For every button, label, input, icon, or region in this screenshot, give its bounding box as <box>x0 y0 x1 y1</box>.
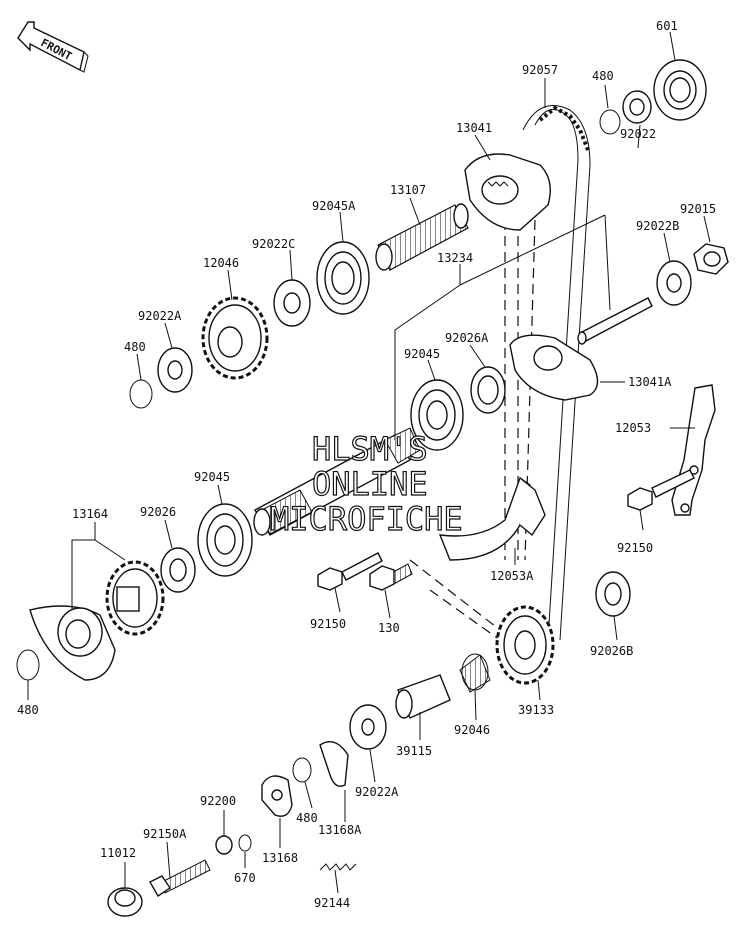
label-480-d: 480 <box>296 811 318 825</box>
watermark-line-3: MICROFICHE <box>270 500 463 538</box>
sprocket-13164 <box>105 560 165 636</box>
cap-11012 <box>107 887 143 917</box>
sprocket-39133 <box>495 605 555 685</box>
label-92022A-top: 92022A <box>138 309 182 323</box>
label-13234: 13234 <box>437 251 473 265</box>
label-13164: 13164 <box>72 507 108 521</box>
circlip-480-a <box>599 109 621 135</box>
label-39115: 39115 <box>396 744 432 758</box>
label-92150A: 92150A <box>143 827 187 841</box>
label-92045A: 92045A <box>312 199 356 213</box>
label-92045-low: 92045 <box>194 470 230 484</box>
chain <box>522 105 591 641</box>
label-480-a: 480 <box>592 69 614 83</box>
label-12046: 12046 <box>203 256 239 270</box>
label-92144: 92144 <box>314 896 350 910</box>
label-92026A: 92026A <box>445 331 489 345</box>
bearing-92045A <box>316 241 370 315</box>
label-670: 670 <box>234 871 256 885</box>
shaft-39115 <box>395 674 451 719</box>
bearing-601 <box>653 59 707 121</box>
label-92200: 92200 <box>200 794 236 808</box>
label-92015: 92015 <box>680 202 716 216</box>
tensioner-shaft <box>577 297 653 345</box>
tensioner-housing-13041A <box>509 334 599 401</box>
label-12053: 12053 <box>615 421 651 435</box>
label-92022: 92022 <box>620 127 656 141</box>
washer-92200 <box>215 835 233 855</box>
label-92046: 92046 <box>454 723 490 737</box>
bearing-92045-mid <box>410 379 464 451</box>
watermark: HLSM'S ONLINE MICROFICHE <box>269 429 463 538</box>
label-92150-mid: 92150 <box>310 617 346 631</box>
label-92026: 92026 <box>140 505 176 519</box>
label-480-c: 480 <box>17 703 39 717</box>
label-12053A: 12053A <box>490 569 534 583</box>
spring-92144 <box>319 863 357 871</box>
label-480-b: 480 <box>124 340 146 354</box>
label-92022B: 92022B <box>636 219 679 233</box>
label-13168A: 13168A <box>318 823 362 837</box>
bolt-92150-mid <box>317 552 383 591</box>
circlip-480-b <box>129 379 153 409</box>
needle-bearing-92046 <box>459 653 491 693</box>
part-labels: 601 480 92057 13041 92022 13107 92045A 9… <box>17 19 716 910</box>
label-13168: 13168 <box>262 851 298 865</box>
label-39133: 39133 <box>518 703 554 717</box>
label-92057: 92057 <box>522 63 558 77</box>
leader-lines <box>27 31 711 894</box>
tensioner-housing-13041 <box>464 153 551 231</box>
watermark-line-1: HLSM'S <box>312 430 428 468</box>
label-601: 601 <box>656 19 678 33</box>
label-130: 130 <box>378 621 400 635</box>
label-92045-mid: 92045 <box>404 347 440 361</box>
bearing-92045-low <box>197 503 253 577</box>
label-13041A: 13041A <box>628 375 672 389</box>
front-arrow-icon: FRONT <box>17 21 89 73</box>
oring-670 <box>238 834 252 852</box>
label-11012: 11012 <box>100 846 136 860</box>
plate-13168A <box>319 741 349 787</box>
label-92022A-low: 92022A <box>355 785 399 799</box>
label-13041: 13041 <box>456 121 492 135</box>
circlip-480-c <box>16 649 40 681</box>
label-92026B: 92026B <box>590 644 633 658</box>
circlip-480-d <box>292 757 312 783</box>
label-92150-right: 92150 <box>617 541 653 555</box>
label-92022C: 92022C <box>252 237 295 251</box>
tensioner-arm-12053 <box>671 384 716 516</box>
needle-shaft-13107 <box>375 203 469 271</box>
label-13107: 13107 <box>390 183 426 197</box>
bolt-92150A <box>149 859 211 897</box>
bolt-92150-right <box>627 469 695 511</box>
shaft-13234 <box>253 427 421 536</box>
watermark-line-2: ONLINE <box>312 465 428 503</box>
lever-13168 <box>261 775 293 817</box>
sprocket-12046 <box>201 296 269 380</box>
bolt-130 <box>369 563 413 591</box>
tensioner-guide-12053A <box>438 476 546 561</box>
housing-13164 <box>29 605 116 681</box>
